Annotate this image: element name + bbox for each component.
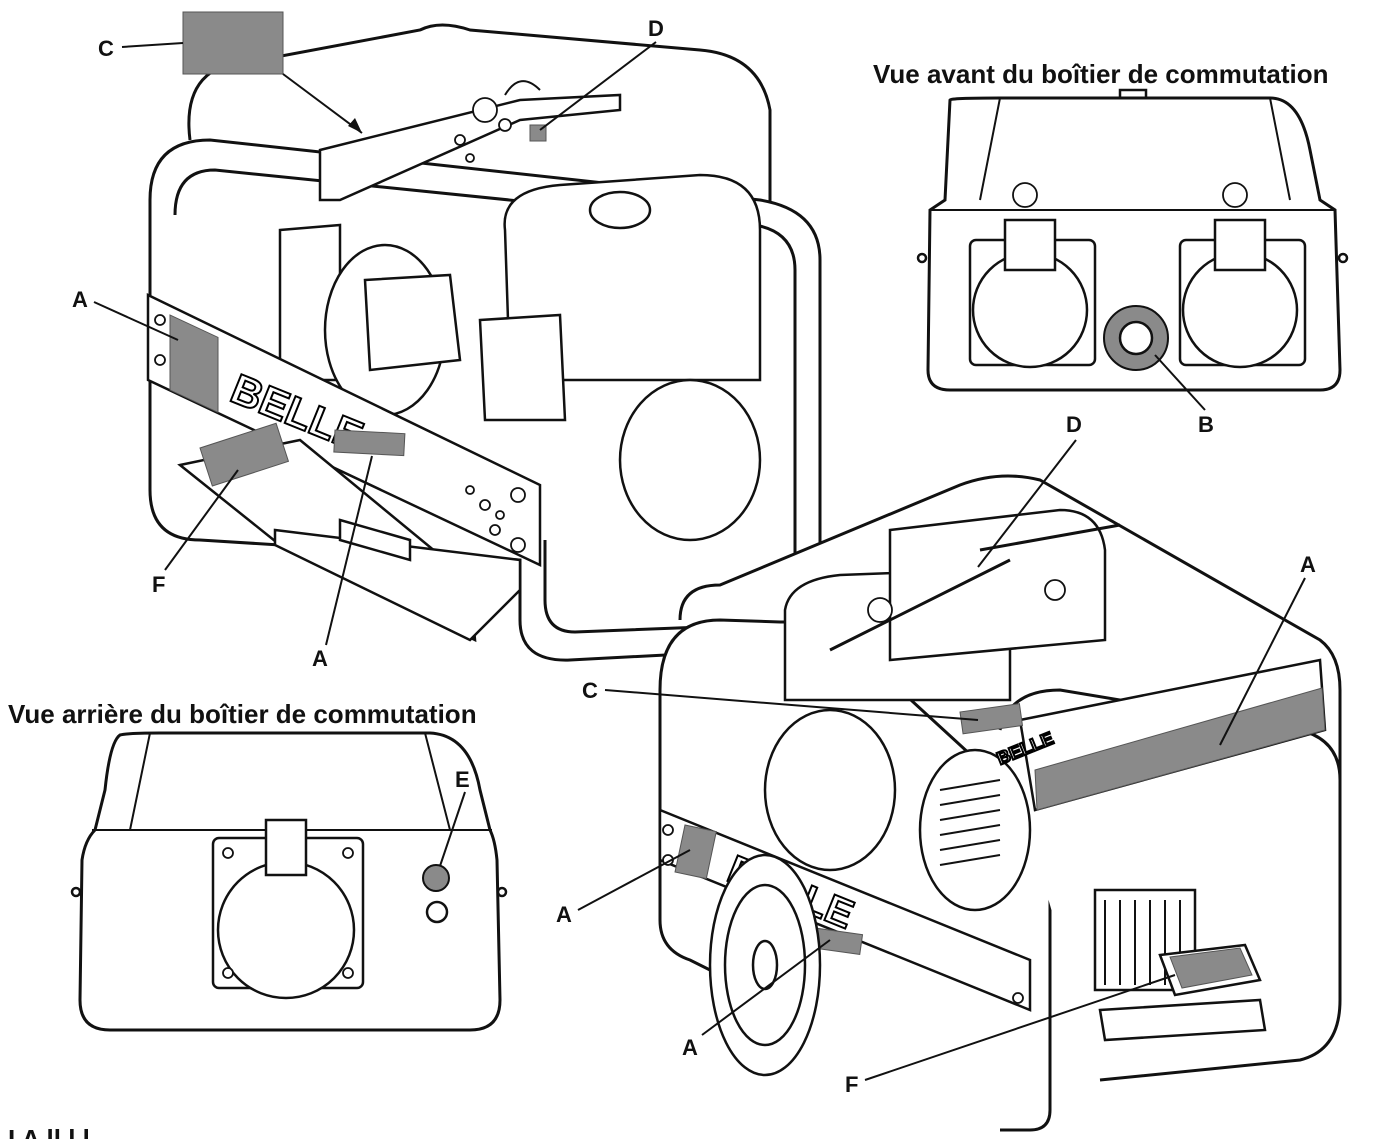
leader-f (164, 469, 239, 571)
leader-b (1154, 354, 1206, 411)
leader-c (604, 689, 979, 721)
cooling-fins (939, 779, 1001, 866)
callout-f: F (152, 572, 165, 597)
callout-f: F (845, 1072, 858, 1097)
callout-c: C (582, 678, 598, 703)
panel-bolt (154, 354, 166, 366)
carry-handle (829, 558, 1011, 652)
title-switch-rear: Vue arrière du boîtier de commutation (8, 699, 477, 729)
callout-a: A (312, 646, 328, 671)
panel-bolt (510, 487, 526, 503)
panel-hole (495, 510, 505, 520)
decal-a-front-lower (333, 429, 406, 457)
control-bracket (318, 93, 622, 202)
bracket-hole (454, 134, 466, 146)
carry-handle-2 (979, 523, 1121, 552)
callout-a: A (1300, 552, 1316, 577)
callout-e: E (455, 767, 470, 792)
alternator2 (763, 708, 897, 872)
leader-a (577, 849, 691, 911)
recoil-starter (618, 378, 762, 542)
decal-f-tray (199, 422, 290, 487)
engine2-top (888, 508, 1107, 662)
callout-a: A (682, 1035, 698, 1060)
generator-top-left: BELLE (146, 23, 822, 662)
rear-socket (216, 860, 356, 1000)
decal-f-tray2 (1169, 947, 1253, 989)
base-handle (338, 518, 412, 562)
bracket-hole (498, 118, 512, 132)
switch-box-rear (70, 731, 508, 1032)
rear-socket-lid (264, 818, 308, 877)
decal-a-beam (674, 824, 717, 880)
panel-hole (489, 524, 501, 536)
leader-c (121, 42, 184, 48)
leader-d (977, 439, 1077, 568)
callout-d: D (648, 16, 664, 41)
lifting-ring (504, 80, 541, 96)
leader-a (1219, 577, 1306, 746)
panel-hole (479, 499, 491, 511)
fuel-cap (588, 190, 652, 230)
switch-box-front (916, 88, 1349, 392)
arrow-head (348, 118, 362, 133)
base2 (1098, 998, 1267, 1042)
callout-d: D (1066, 412, 1082, 437)
decal-a-side (1034, 687, 1326, 811)
title-bottom-partial: I A ll l l (8, 1124, 90, 1139)
leader-d (539, 41, 657, 131)
generator-bottom-right: BELLE BELLE (658, 474, 1342, 1132)
leader-e (439, 791, 466, 867)
engine-body (503, 173, 762, 382)
panel-bolt (154, 314, 166, 326)
leader-f (864, 974, 1176, 1081)
leader-c-arrow (282, 73, 363, 134)
decal-e (422, 864, 450, 892)
decal-a-front-panel (169, 314, 219, 414)
callout-a: A (72, 287, 88, 312)
panel-hole (465, 485, 475, 495)
reset-button (1118, 320, 1154, 356)
decal-c-engine (959, 703, 1024, 735)
base-plate (273, 528, 522, 642)
socket-right-lid (1213, 218, 1267, 272)
leader-a (701, 939, 831, 1036)
callout-c: C (98, 36, 114, 61)
leader-a (93, 301, 179, 341)
leader-a (325, 455, 373, 646)
muffler (478, 313, 567, 422)
cable-gland (425, 900, 449, 924)
air-filter (363, 273, 462, 372)
title-switch-front: Vue avant du boîtier de commutation (873, 59, 1329, 89)
decal-c-sample (182, 11, 284, 75)
bracket-hole (465, 153, 475, 163)
bracket-hole (472, 97, 498, 123)
panel-bolt (510, 537, 526, 553)
callout-b: B (1198, 412, 1214, 437)
socket-left-lid (1003, 218, 1057, 272)
callout-a: A (556, 902, 572, 927)
